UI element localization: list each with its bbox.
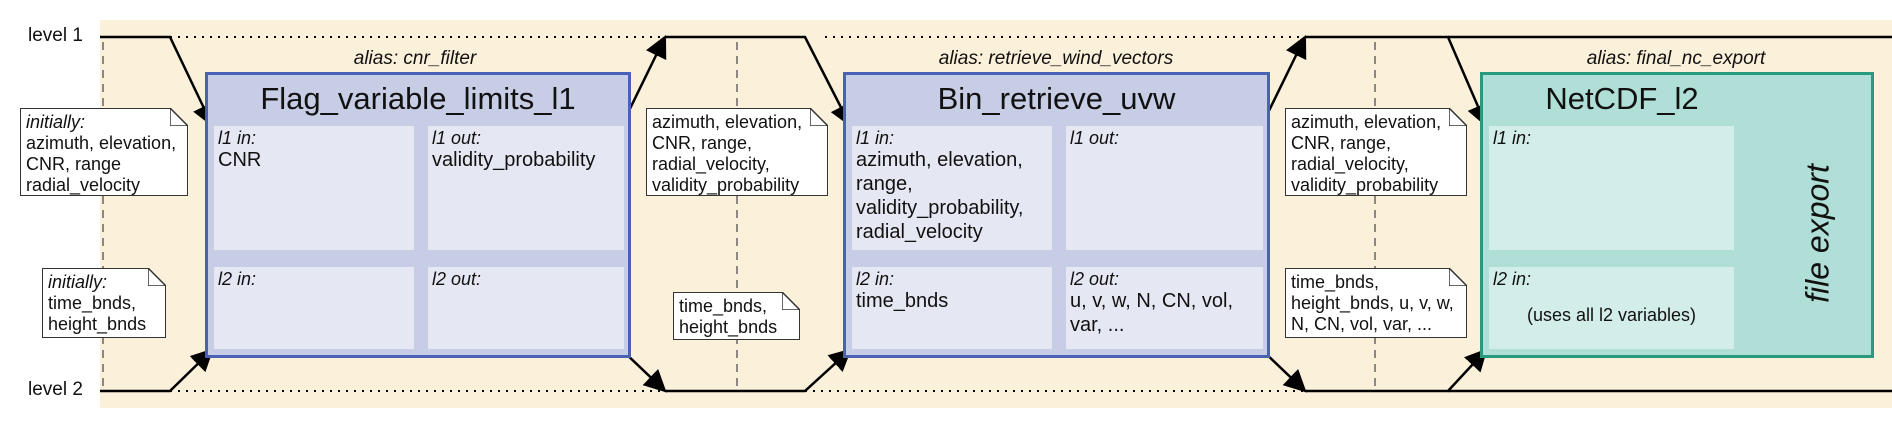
flow-l2-mid2 bbox=[1305, 348, 1488, 393]
block1-l1-in: l1 in: CNR bbox=[214, 126, 414, 250]
block2-l2-out: l2 out: u, v, w, N, CN, vol, var, ... bbox=[1066, 267, 1263, 349]
flow-l1-mid1 bbox=[665, 35, 852, 128]
block1-l1-out-value: validity_probability bbox=[432, 149, 596, 171]
note-mid1-l2-text: time_bnds, height_bnds bbox=[679, 296, 778, 337]
note-mid2-l1-text: azimuth, elevation, CNR, range, radial_v… bbox=[1291, 112, 1442, 195]
block2-l2-out-value: u, v, w, N, CN, vol, var, ... bbox=[1070, 290, 1233, 336]
note-initial-l2-text: time_bnds, height_bnds bbox=[48, 293, 147, 334]
level1-label: level 1 bbox=[28, 25, 83, 46]
note-initial-l2-heading: initially: bbox=[48, 272, 108, 292]
block1-l1-out-label: l1 out: bbox=[432, 128, 482, 148]
block2-l2-in-value: time_bnds bbox=[856, 290, 949, 312]
note-mid1-l2: time_bnds, height_bnds bbox=[673, 292, 800, 340]
block2-l1-out-label: l1 out: bbox=[1070, 128, 1120, 148]
block3-title: NetCDF_l2 bbox=[1545, 81, 1699, 116]
block3-l1-in-label: l1 in: bbox=[1493, 128, 1532, 148]
flow-l2-mid1 bbox=[665, 348, 852, 393]
flow-l1-start bbox=[100, 35, 214, 128]
block1-l1-out: l1 out: validity_probability bbox=[428, 126, 624, 250]
block2-l2-in-label: l2 in: bbox=[856, 269, 895, 289]
note-fold-corner bbox=[1449, 268, 1467, 286]
block1-l2-out-label: l2 out: bbox=[432, 269, 482, 289]
block2-l1-in: l1 in: azimuth, elevation, range, validi… bbox=[852, 126, 1052, 250]
note-fold-corner bbox=[1449, 108, 1467, 126]
note-initial-l1: initially: azimuth, elevation, CNR, rang… bbox=[20, 108, 188, 196]
note-fold-corner bbox=[810, 108, 828, 126]
block2-l2-out-label: l2 out: bbox=[1070, 269, 1120, 289]
block1-l2-in-label: l2 in: bbox=[218, 269, 257, 289]
block3-l1-in: l1 in: bbox=[1489, 126, 1734, 250]
block3-l2-in: l2 in: (uses all l2 variables) bbox=[1489, 267, 1734, 349]
block-netcdf-l2[interactable]: NetCDF_l2 l1 in: l2 in: (uses all l2 var… bbox=[1480, 72, 1874, 358]
block3-l2-in-label: l2 in: bbox=[1493, 269, 1532, 289]
note-mid1-l1: azimuth, elevation, CNR, range, radial_v… bbox=[646, 108, 828, 196]
block1-alias: alias: cnr_filter bbox=[353, 48, 477, 69]
block2-l1-in-label: l1 in: bbox=[856, 128, 895, 148]
block2-l2-in: l2 in: time_bnds bbox=[852, 267, 1052, 349]
block2-alias: alias: retrieve_wind_vectors bbox=[938, 48, 1174, 69]
note-mid2-l2-text: time_bnds, height_bnds, u, v, w, N, CN, … bbox=[1291, 272, 1454, 334]
block3-l2-in-value: (uses all l2 variables) bbox=[1526, 305, 1697, 325]
note-initial-l1-text: azimuth, elevation, CNR, range radial_ve… bbox=[26, 133, 177, 195]
block1-l1-in-value: CNR bbox=[218, 149, 262, 171]
note-fold-corner bbox=[170, 108, 188, 126]
note-mid1-l1-text: azimuth, elevation, CNR, range, radial_v… bbox=[652, 112, 803, 195]
file-export-label: file export bbox=[1799, 164, 1836, 303]
block1-l2-out: l2 out: bbox=[428, 267, 624, 349]
block1-title: Flag_variable_limits_l1 bbox=[260, 81, 576, 116]
level2-label: level 2 bbox=[28, 379, 83, 400]
block-bin-retrieve-uvw[interactable]: Bin_retrieve_uvw l1 in: azimuth, elevati… bbox=[843, 72, 1270, 358]
note-mid2-l2: time_bnds, height_bnds, u, v, w, N, CN, … bbox=[1285, 268, 1467, 338]
block-flag-variable-limits[interactable]: Flag_variable_limits_l1 l1 in: CNR l1 ou… bbox=[205, 72, 631, 358]
note-mid2-l1: azimuth, elevation, CNR, range, radial_v… bbox=[1285, 108, 1467, 196]
note-initial-l2: initially: time_bnds, height_bnds bbox=[42, 268, 166, 338]
note-fold-corner bbox=[782, 292, 800, 310]
note-fold-corner bbox=[148, 268, 166, 286]
block2-l1-in-value: azimuth, elevation, range, validity_prob… bbox=[856, 149, 1024, 243]
block3-alias: alias: final_nc_export bbox=[1586, 48, 1766, 69]
note-initial-l1-heading: initially: bbox=[26, 112, 86, 132]
block1-l2-in: l2 in: bbox=[214, 267, 414, 349]
block2-title: Bin_retrieve_uvw bbox=[937, 81, 1176, 116]
flow-l2-start bbox=[100, 348, 214, 393]
block2-l1-out: l1 out: bbox=[1066, 126, 1263, 250]
block1-l1-in-label: l1 in: bbox=[218, 128, 257, 148]
